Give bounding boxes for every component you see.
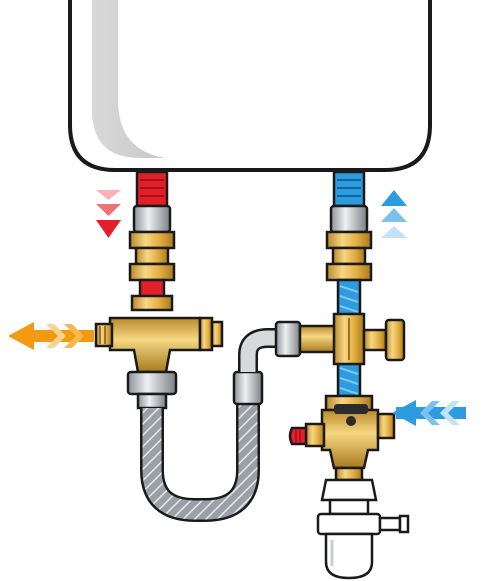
hot-water-down-arrows	[96, 190, 121, 238]
mixed-water-out-arrow	[8, 322, 94, 350]
tee-fitting	[300, 314, 404, 364]
cold-supply-in-arrow	[392, 400, 466, 426]
water-heater-tank	[70, 0, 430, 170]
drain-siphon-funnel	[318, 480, 408, 578]
thermostatic-mixing-valve	[96, 296, 222, 408]
hot-water-outlet-pipe	[130, 172, 174, 298]
cold-water-up-arrows	[381, 190, 407, 238]
safety-group-valve	[290, 396, 394, 480]
